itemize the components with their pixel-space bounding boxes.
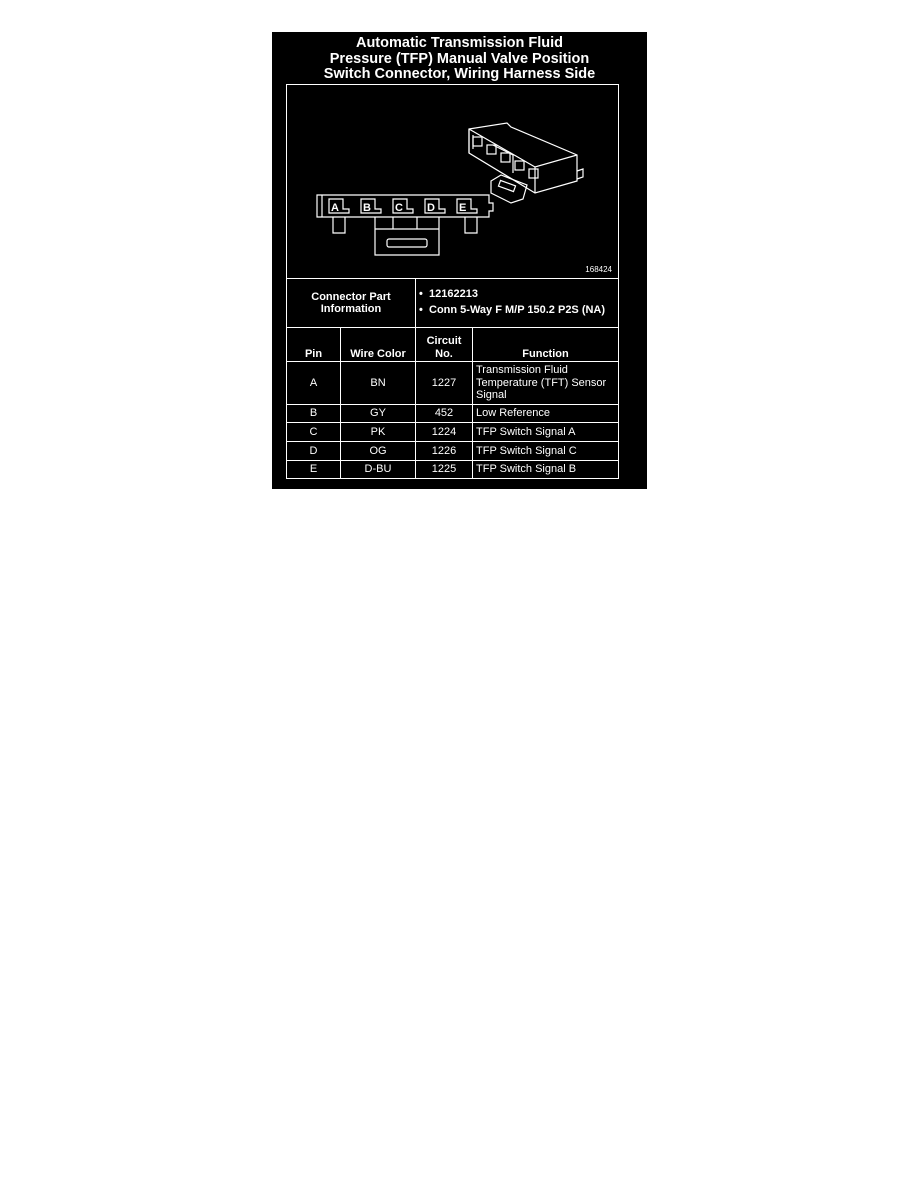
- part-info-row: Connector Part Information 12162213 Conn…: [286, 278, 619, 328]
- table-row: E D-BU 1225 TFP Switch Signal B: [286, 460, 619, 479]
- pin: E: [286, 460, 341, 479]
- circuit: 452: [415, 404, 473, 423]
- title-line: Pressure (TFP) Manual Valve Position: [329, 50, 590, 67]
- wire-color: BN: [340, 361, 416, 405]
- connector-face-view: A B C D E: [316, 194, 494, 256]
- header-wire-color: Wire Color: [340, 327, 416, 362]
- pinout-table: Connector Part Information 12162213 Conn…: [286, 278, 619, 479]
- function: TFP Switch Signal C: [472, 441, 619, 461]
- table-row: A BN 1227 Transmission Fluid Temperature…: [286, 361, 619, 405]
- pin-label-b: B: [363, 202, 371, 214]
- pin-cavities: [328, 198, 478, 214]
- pin: C: [286, 422, 341, 442]
- title-line: Switch Connector, Wiring Harness Side: [323, 66, 596, 82]
- part-description: Conn 5-Way F M/P 150.2 P2S (NA): [419, 304, 615, 317]
- circuit: 1226: [415, 441, 473, 461]
- connector-3d-view: [468, 122, 584, 204]
- pin-label-c: C: [395, 202, 403, 214]
- panel-title: Automatic Transmission Fluid Pressure (T…: [272, 35, 647, 83]
- connector-panel: Automatic Transmission Fluid Pressure (T…: [272, 32, 647, 489]
- part-info-label: Connector Part Information: [286, 278, 416, 328]
- pin-cavities-3d: [472, 136, 539, 179]
- circuit: 1225: [415, 460, 473, 479]
- pin: A: [286, 361, 341, 405]
- part-info-values: 12162213 Conn 5-Way F M/P 150.2 P2S (NA): [415, 278, 619, 328]
- figure-number: 168424: [585, 265, 612, 274]
- header-circuit: Circuit No.: [415, 327, 473, 362]
- header-pin: Pin: [286, 327, 341, 362]
- title-line: Automatic Transmission Fluid: [355, 35, 564, 51]
- circuit: 1227: [415, 361, 473, 405]
- wire-color: GY: [340, 404, 416, 423]
- function: TFP Switch Signal B: [472, 460, 619, 479]
- connector-drawing: A B C D E: [316, 122, 584, 256]
- wire-color: PK: [340, 422, 416, 442]
- table-header: Pin Wire Color Circuit No. Function: [286, 327, 619, 362]
- table-row: B GY 452 Low Reference: [286, 404, 619, 423]
- pin-label-a: A: [331, 202, 339, 214]
- table-row: D OG 1226 TFP Switch Signal C: [286, 441, 619, 461]
- part-number: 12162213: [419, 288, 615, 301]
- function: Transmission Fluid Temperature (TFT) Sen…: [472, 361, 619, 405]
- table-row: C PK 1224 TFP Switch Signal A: [286, 422, 619, 442]
- function: Low Reference: [472, 404, 619, 423]
- pin: D: [286, 441, 341, 461]
- pin: B: [286, 404, 341, 423]
- wire-color: D-BU: [340, 460, 416, 479]
- circuit: 1224: [415, 422, 473, 442]
- function: TFP Switch Signal A: [472, 422, 619, 442]
- connector-diagram: A B C D E 168424: [286, 84, 619, 278]
- header-function: Function: [472, 327, 619, 362]
- pin-label-e: E: [459, 202, 466, 214]
- pin-label-d: D: [427, 202, 435, 214]
- wire-color: OG: [340, 441, 416, 461]
